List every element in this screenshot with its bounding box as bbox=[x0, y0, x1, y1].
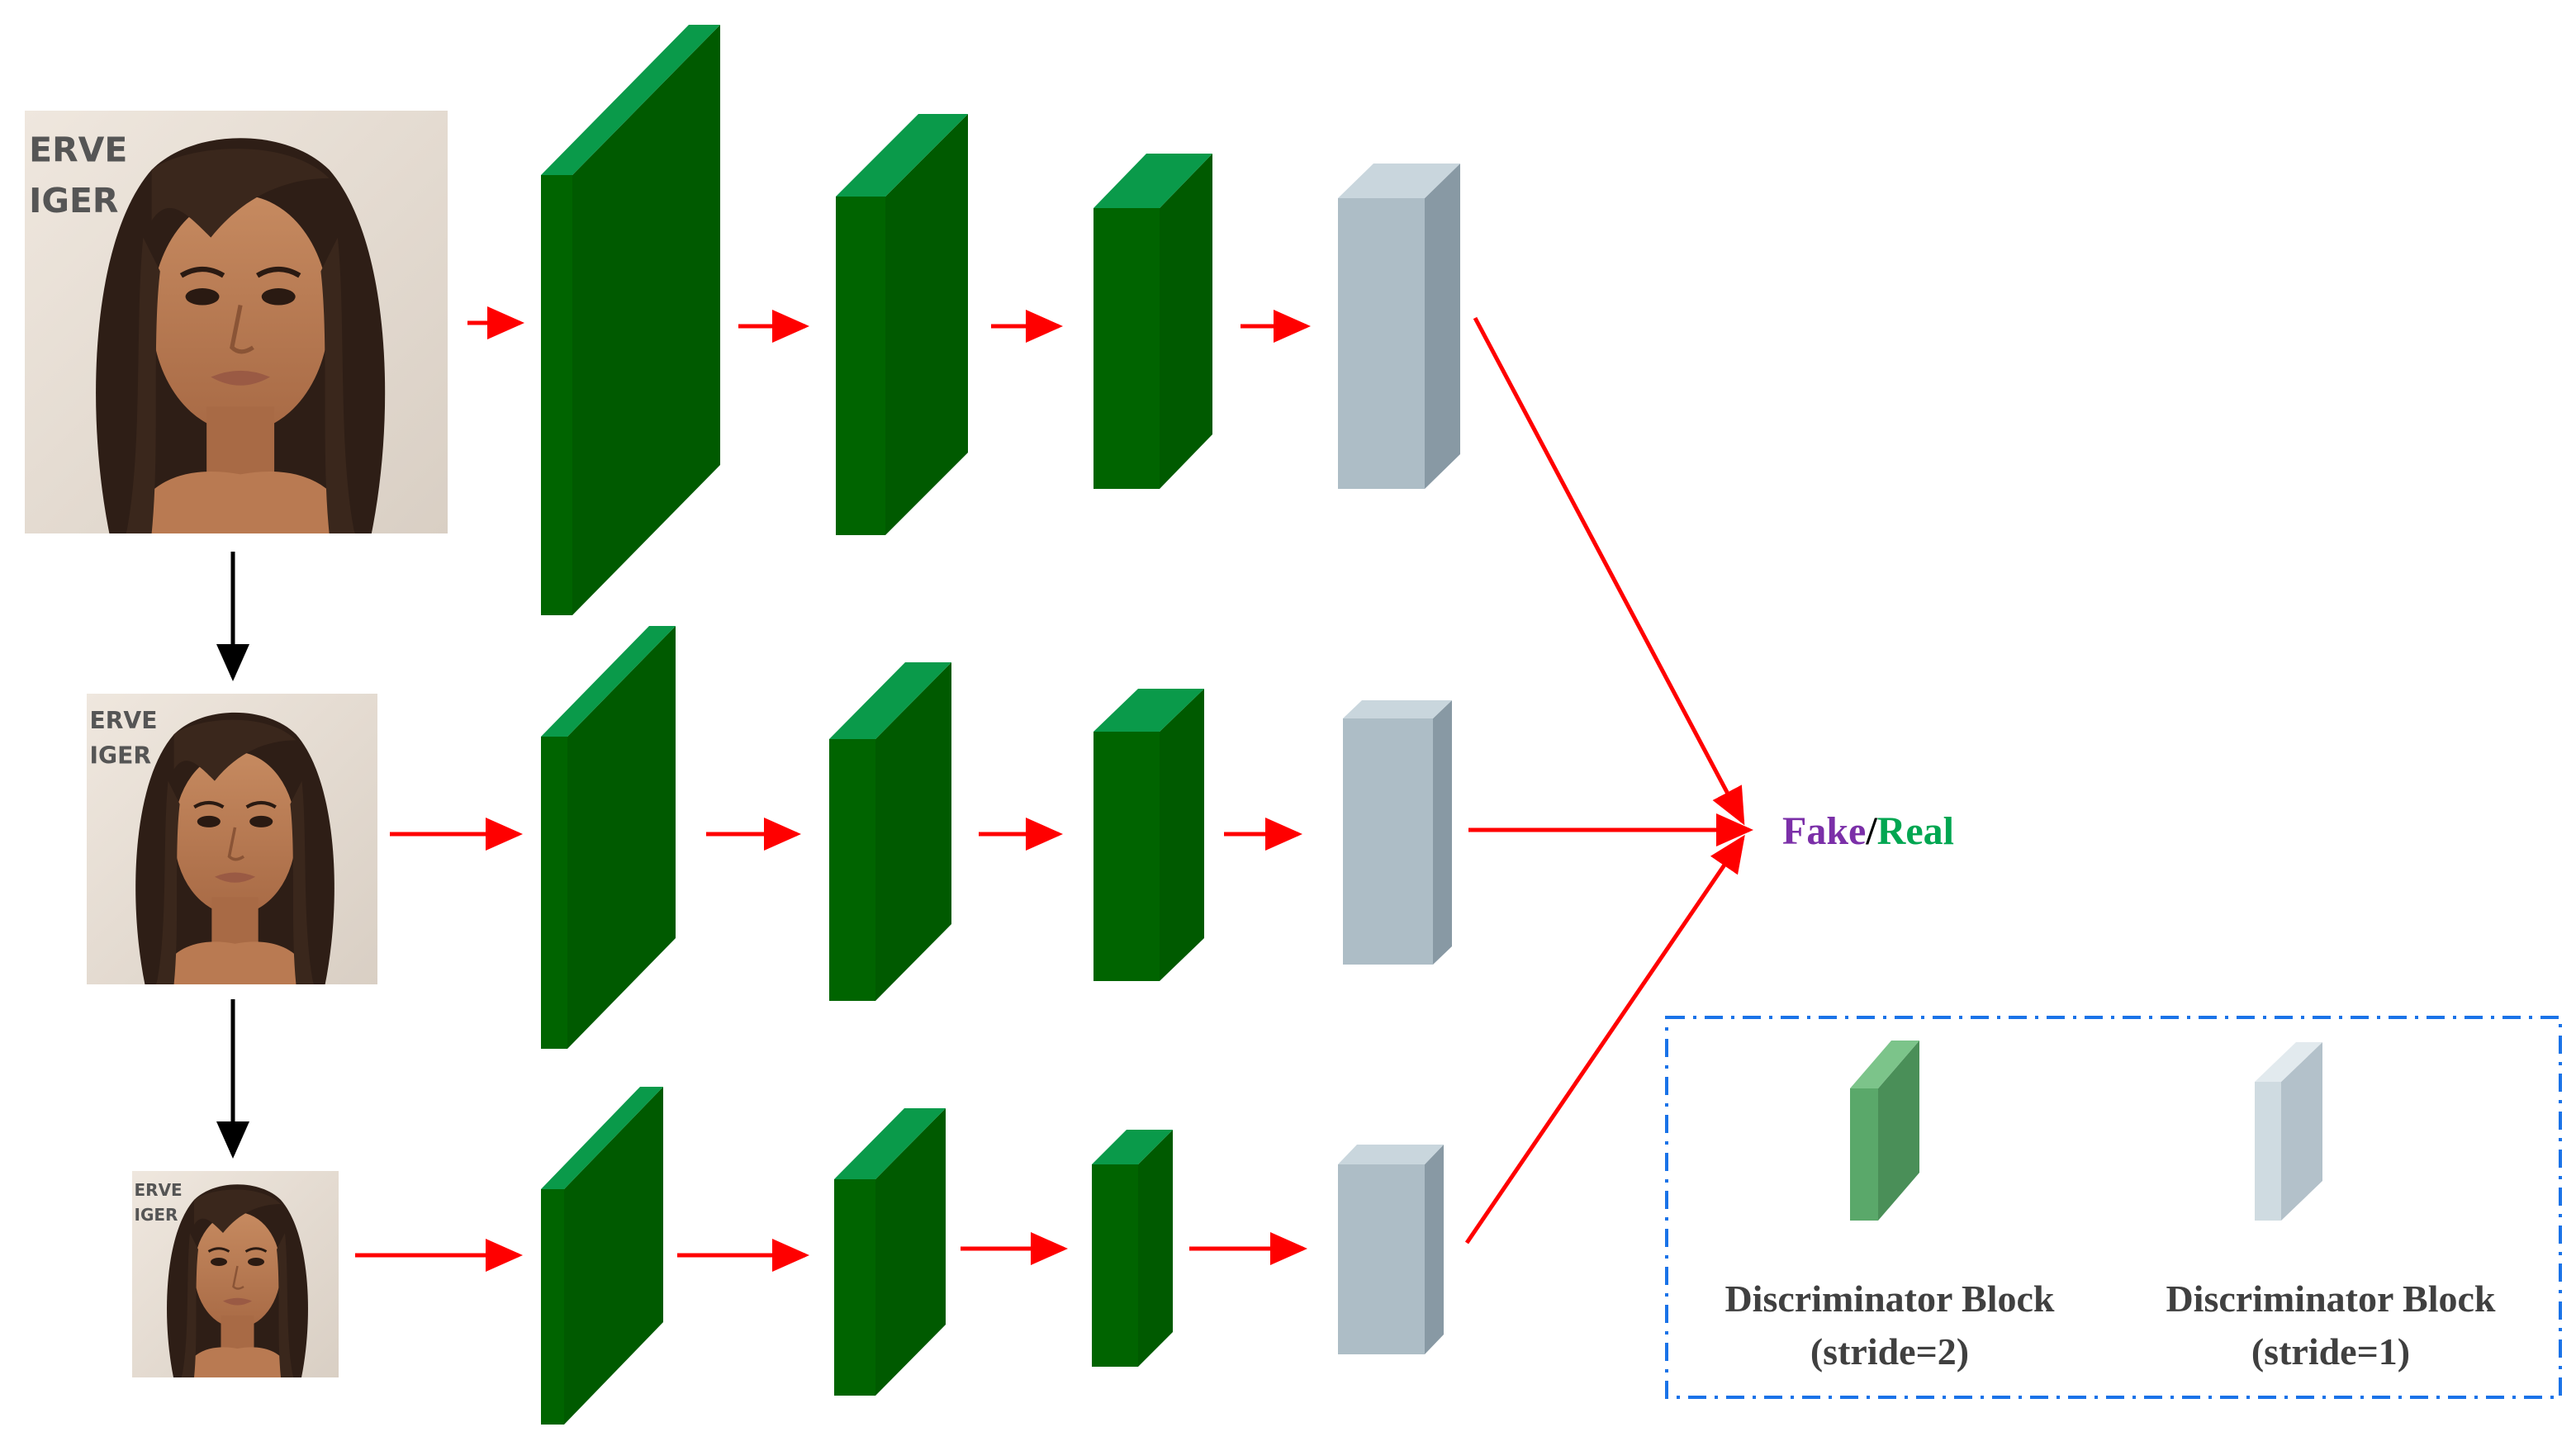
input-image-scale-2 bbox=[87, 694, 377, 984]
discriminator-block-stride2 bbox=[834, 1108, 946, 1396]
face-photo-icon bbox=[25, 111, 448, 533]
scale-row-2 bbox=[390, 626, 1452, 1049]
discriminator-block-stride2 bbox=[541, 626, 676, 1049]
discriminator-block-stride2 bbox=[541, 25, 720, 615]
legend-block-stride1-icon bbox=[2255, 1042, 2322, 1221]
legend-block-stride2-icon bbox=[1850, 1041, 1919, 1221]
arrow-converge-icon bbox=[1473, 316, 1745, 826]
label-separator: / bbox=[1865, 809, 1877, 853]
legend: Discriminator Block (stride=2) Discrimin… bbox=[1665, 1016, 2562, 1399]
legend-stride2-param: (stride=2) bbox=[1810, 1330, 1969, 1373]
face-photo-icon bbox=[132, 1171, 339, 1377]
face-photo-icon bbox=[87, 694, 377, 984]
discriminator-block-stride2 bbox=[1092, 1130, 1173, 1367]
discriminator-block-stride2 bbox=[829, 662, 951, 1001]
scale-row-1 bbox=[467, 25, 1460, 615]
output-label: Fake/Real bbox=[1782, 809, 1954, 853]
legend-stride2-title: Discriminator Block bbox=[1724, 1278, 2054, 1320]
discriminator-block-stride2 bbox=[836, 114, 968, 535]
real-label: Real bbox=[1877, 809, 1954, 853]
scale-row-3 bbox=[355, 1087, 1444, 1425]
discriminator-block-stride2 bbox=[541, 1087, 663, 1425]
discriminator-block-stride2 bbox=[1093, 154, 1212, 489]
discriminator-block-stride1 bbox=[1338, 164, 1460, 489]
arrow-converge-icon bbox=[1464, 834, 1745, 1245]
legend-stride1-param: (stride=1) bbox=[2251, 1330, 2410, 1373]
discriminator-block-stride1 bbox=[1343, 700, 1452, 965]
legend-stride1-title: Discriminator Block bbox=[2166, 1278, 2495, 1320]
fake-label: Fake bbox=[1782, 809, 1866, 853]
discriminator-block-stride2 bbox=[1093, 689, 1204, 981]
input-image-scale-3 bbox=[132, 1171, 339, 1377]
discriminator-block-stride1 bbox=[1338, 1145, 1444, 1354]
legend-border bbox=[1665, 1016, 2562, 1399]
input-image-scale-1 bbox=[25, 111, 448, 533]
